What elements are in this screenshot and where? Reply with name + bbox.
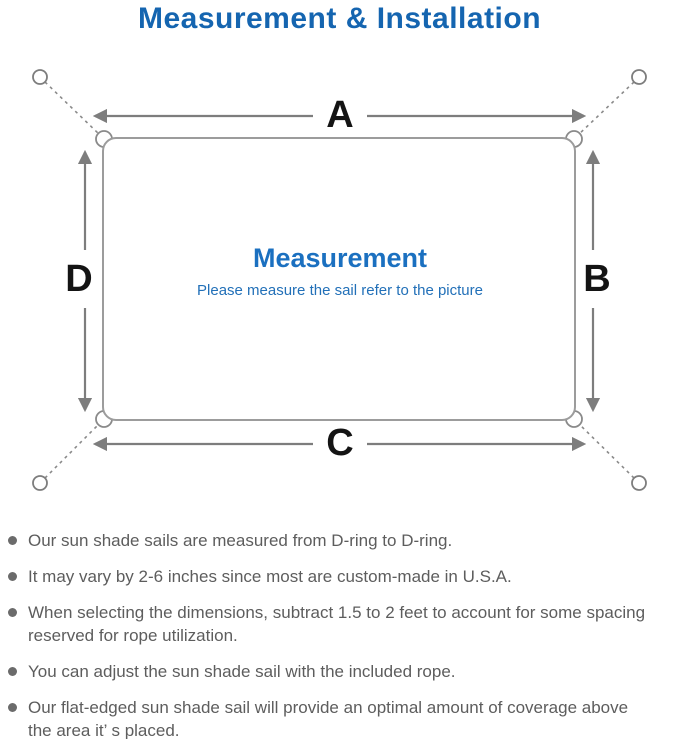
rope-dashed-lines (44, 81, 635, 479)
note-text: Our sun shade sails are measured from D-… (28, 531, 453, 550)
anchor-ring-icons (32, 69, 647, 491)
bullet-icon (8, 667, 17, 676)
dimension-lines (77, 108, 601, 452)
bullet-icon (8, 703, 17, 712)
measurement-subtitle: Please measure the sail refer to the pic… (197, 281, 483, 299)
dimension-label-c: C (326, 422, 354, 464)
note-text: You can adjust the sun shade sail with t… (28, 662, 456, 681)
measurement-note: Measurement Please measure the sail refe… (197, 243, 483, 299)
note-item: You can adjust the sun shade sail with t… (8, 660, 673, 683)
sail-measurement-diagram: A B C D Measurement Please measure the s… (32, 69, 647, 491)
note-text: It may vary by 2-6 inches since most are… (28, 567, 512, 586)
bullet-icon (8, 608, 17, 617)
measurement-heading: Measurement (252, 243, 428, 273)
dimension-label-d: D (65, 258, 93, 300)
sail-outline (102, 137, 576, 421)
note-item: When selecting the dimensions, subtract … (8, 601, 673, 647)
sail-diagram-graphic (32, 69, 647, 491)
notes-list: Our sun shade sails are measured from D-… (8, 529, 673, 739)
bullet-icon (8, 536, 17, 545)
dimension-label-b: B (583, 258, 611, 300)
page-title: Measurement & Installation (137, 2, 542, 35)
note-text: Our flat-edged sun shade sail will provi… (28, 698, 629, 739)
dimension-label-a: A (326, 94, 354, 136)
note-item: It may vary by 2-6 inches since most are… (8, 565, 673, 588)
note-item: Our sun shade sails are measured from D-… (8, 529, 673, 552)
note-item: Our flat-edged sun shade sail will provi… (8, 696, 673, 739)
note-text: When selecting the dimensions, subtract … (28, 603, 646, 645)
bullet-icon (8, 572, 17, 581)
